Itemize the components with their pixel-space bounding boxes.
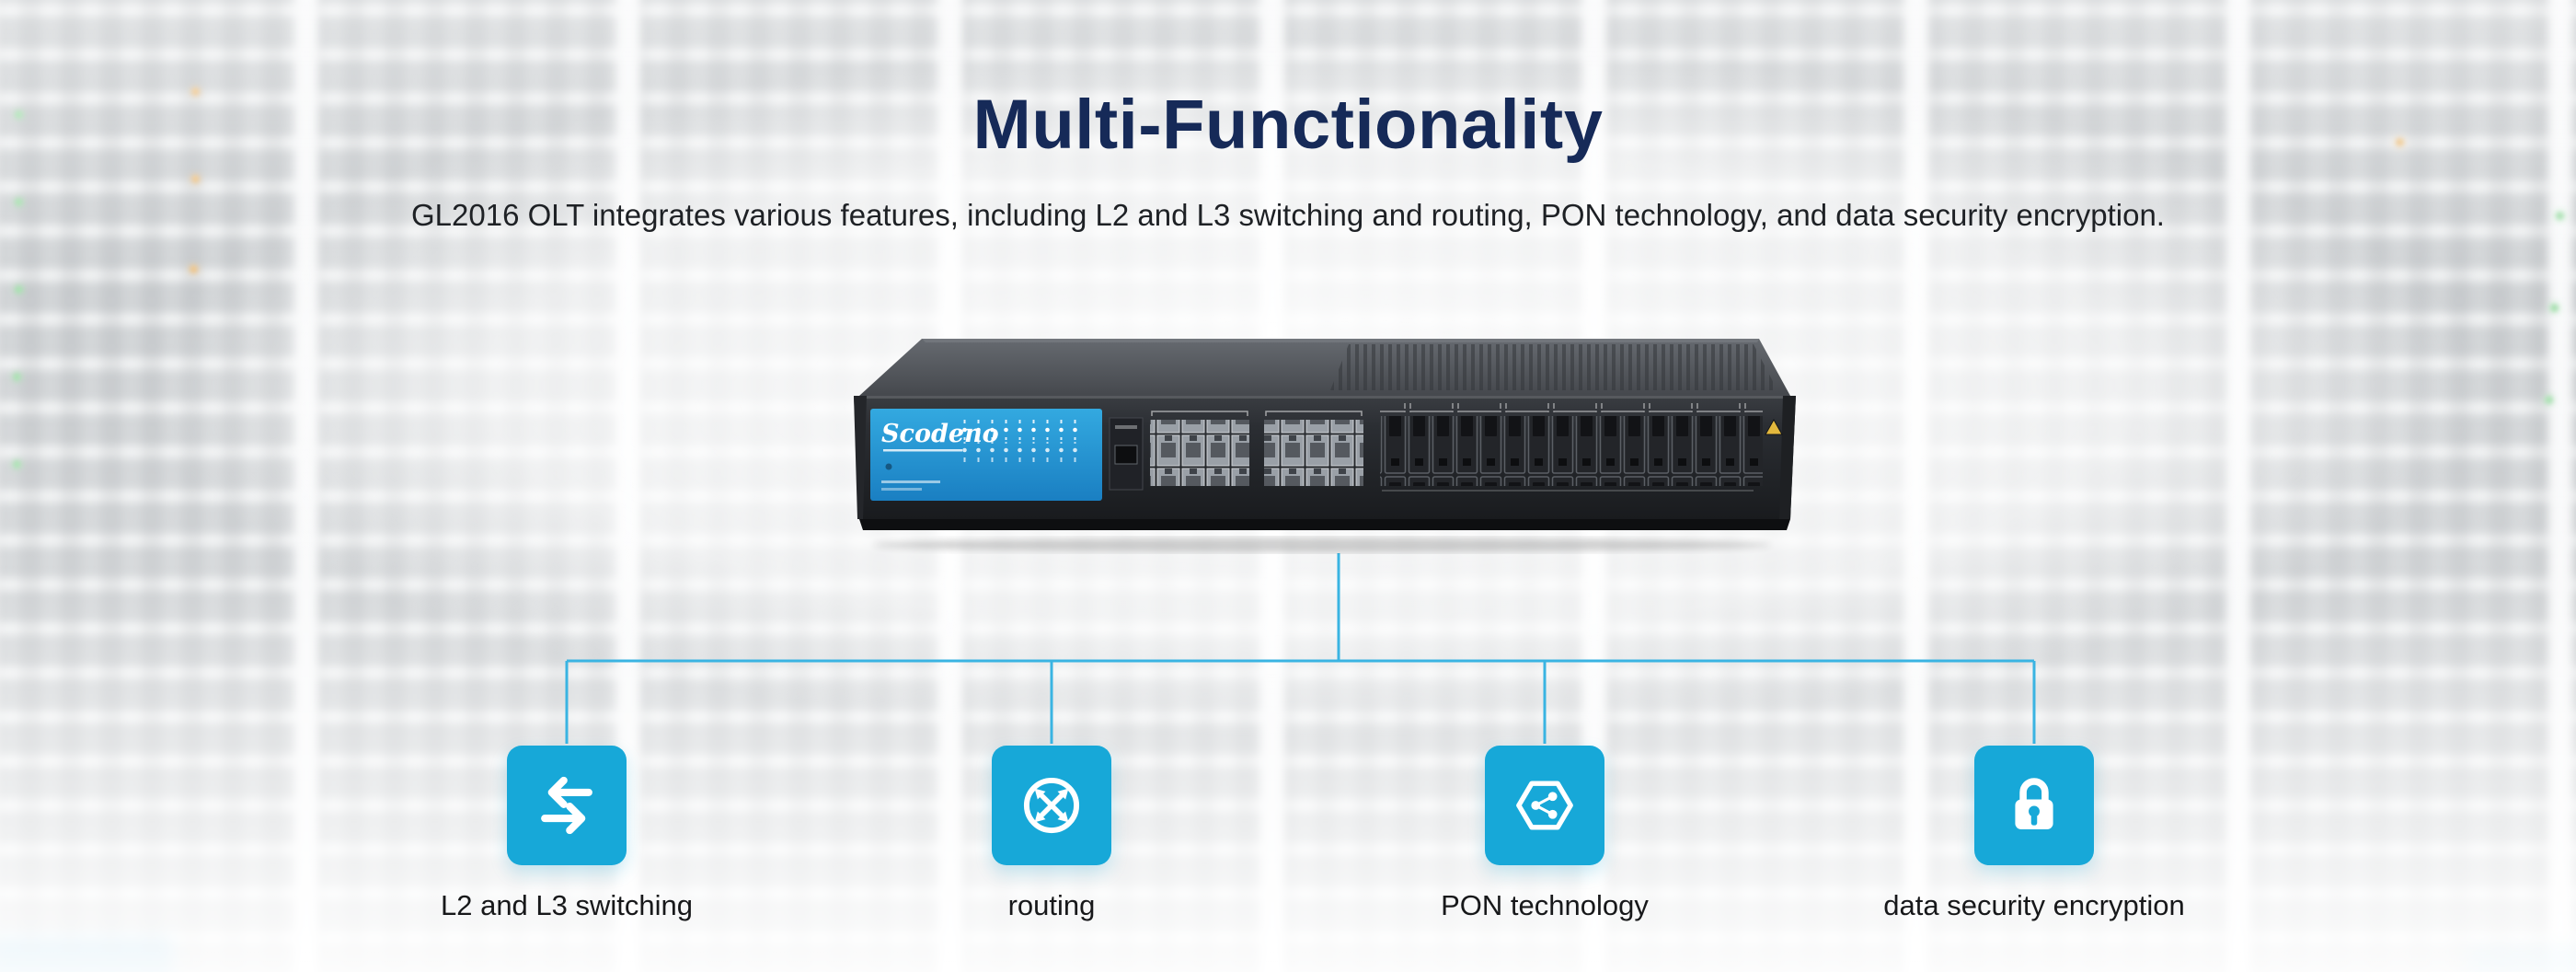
swap-arrows-icon — [507, 746, 627, 865]
sfp-pon-ports — [1380, 403, 1763, 492]
page-title: Multi-Functionality — [972, 86, 1604, 164]
page-subtitle: GL2016 OLT integrates various features, … — [411, 198, 2165, 232]
console-port — [1109, 417, 1144, 491]
feature-item-l2-l3-switching: L2 and L3 switching — [346, 746, 788, 922]
feature-label: routing — [1007, 889, 1096, 921]
device-brand-panel: Scodeno — [870, 409, 1102, 501]
lock-icon — [1974, 746, 2094, 865]
feature-label: L2 and L3 switching — [440, 889, 694, 921]
feature-label: data security encryption — [1883, 889, 2185, 921]
status-led-row — [962, 442, 1087, 462]
warning-label — [1765, 418, 1783, 435]
feature-item-pon-technology: PON technology — [1324, 746, 1765, 922]
pon-network-icon — [1485, 746, 1604, 865]
device-top-face — [859, 339, 1790, 396]
status-led-row — [962, 420, 1087, 440]
header: Multi-Functionality GL2016 OLT integrate… — [0, 85, 2576, 233]
feature-item-data-security: data security encryption — [1813, 746, 2255, 922]
feature-label: PON technology — [1441, 889, 1649, 921]
olt-device-image: Scodeno — [834, 335, 1811, 554]
routing-icon — [992, 746, 1111, 865]
feature-item-routing: routing — [831, 746, 1272, 922]
device-front-panel: Scodeno — [854, 396, 1796, 530]
device-shadow — [873, 538, 1771, 552]
ethernet-ports — [1150, 411, 1363, 486]
